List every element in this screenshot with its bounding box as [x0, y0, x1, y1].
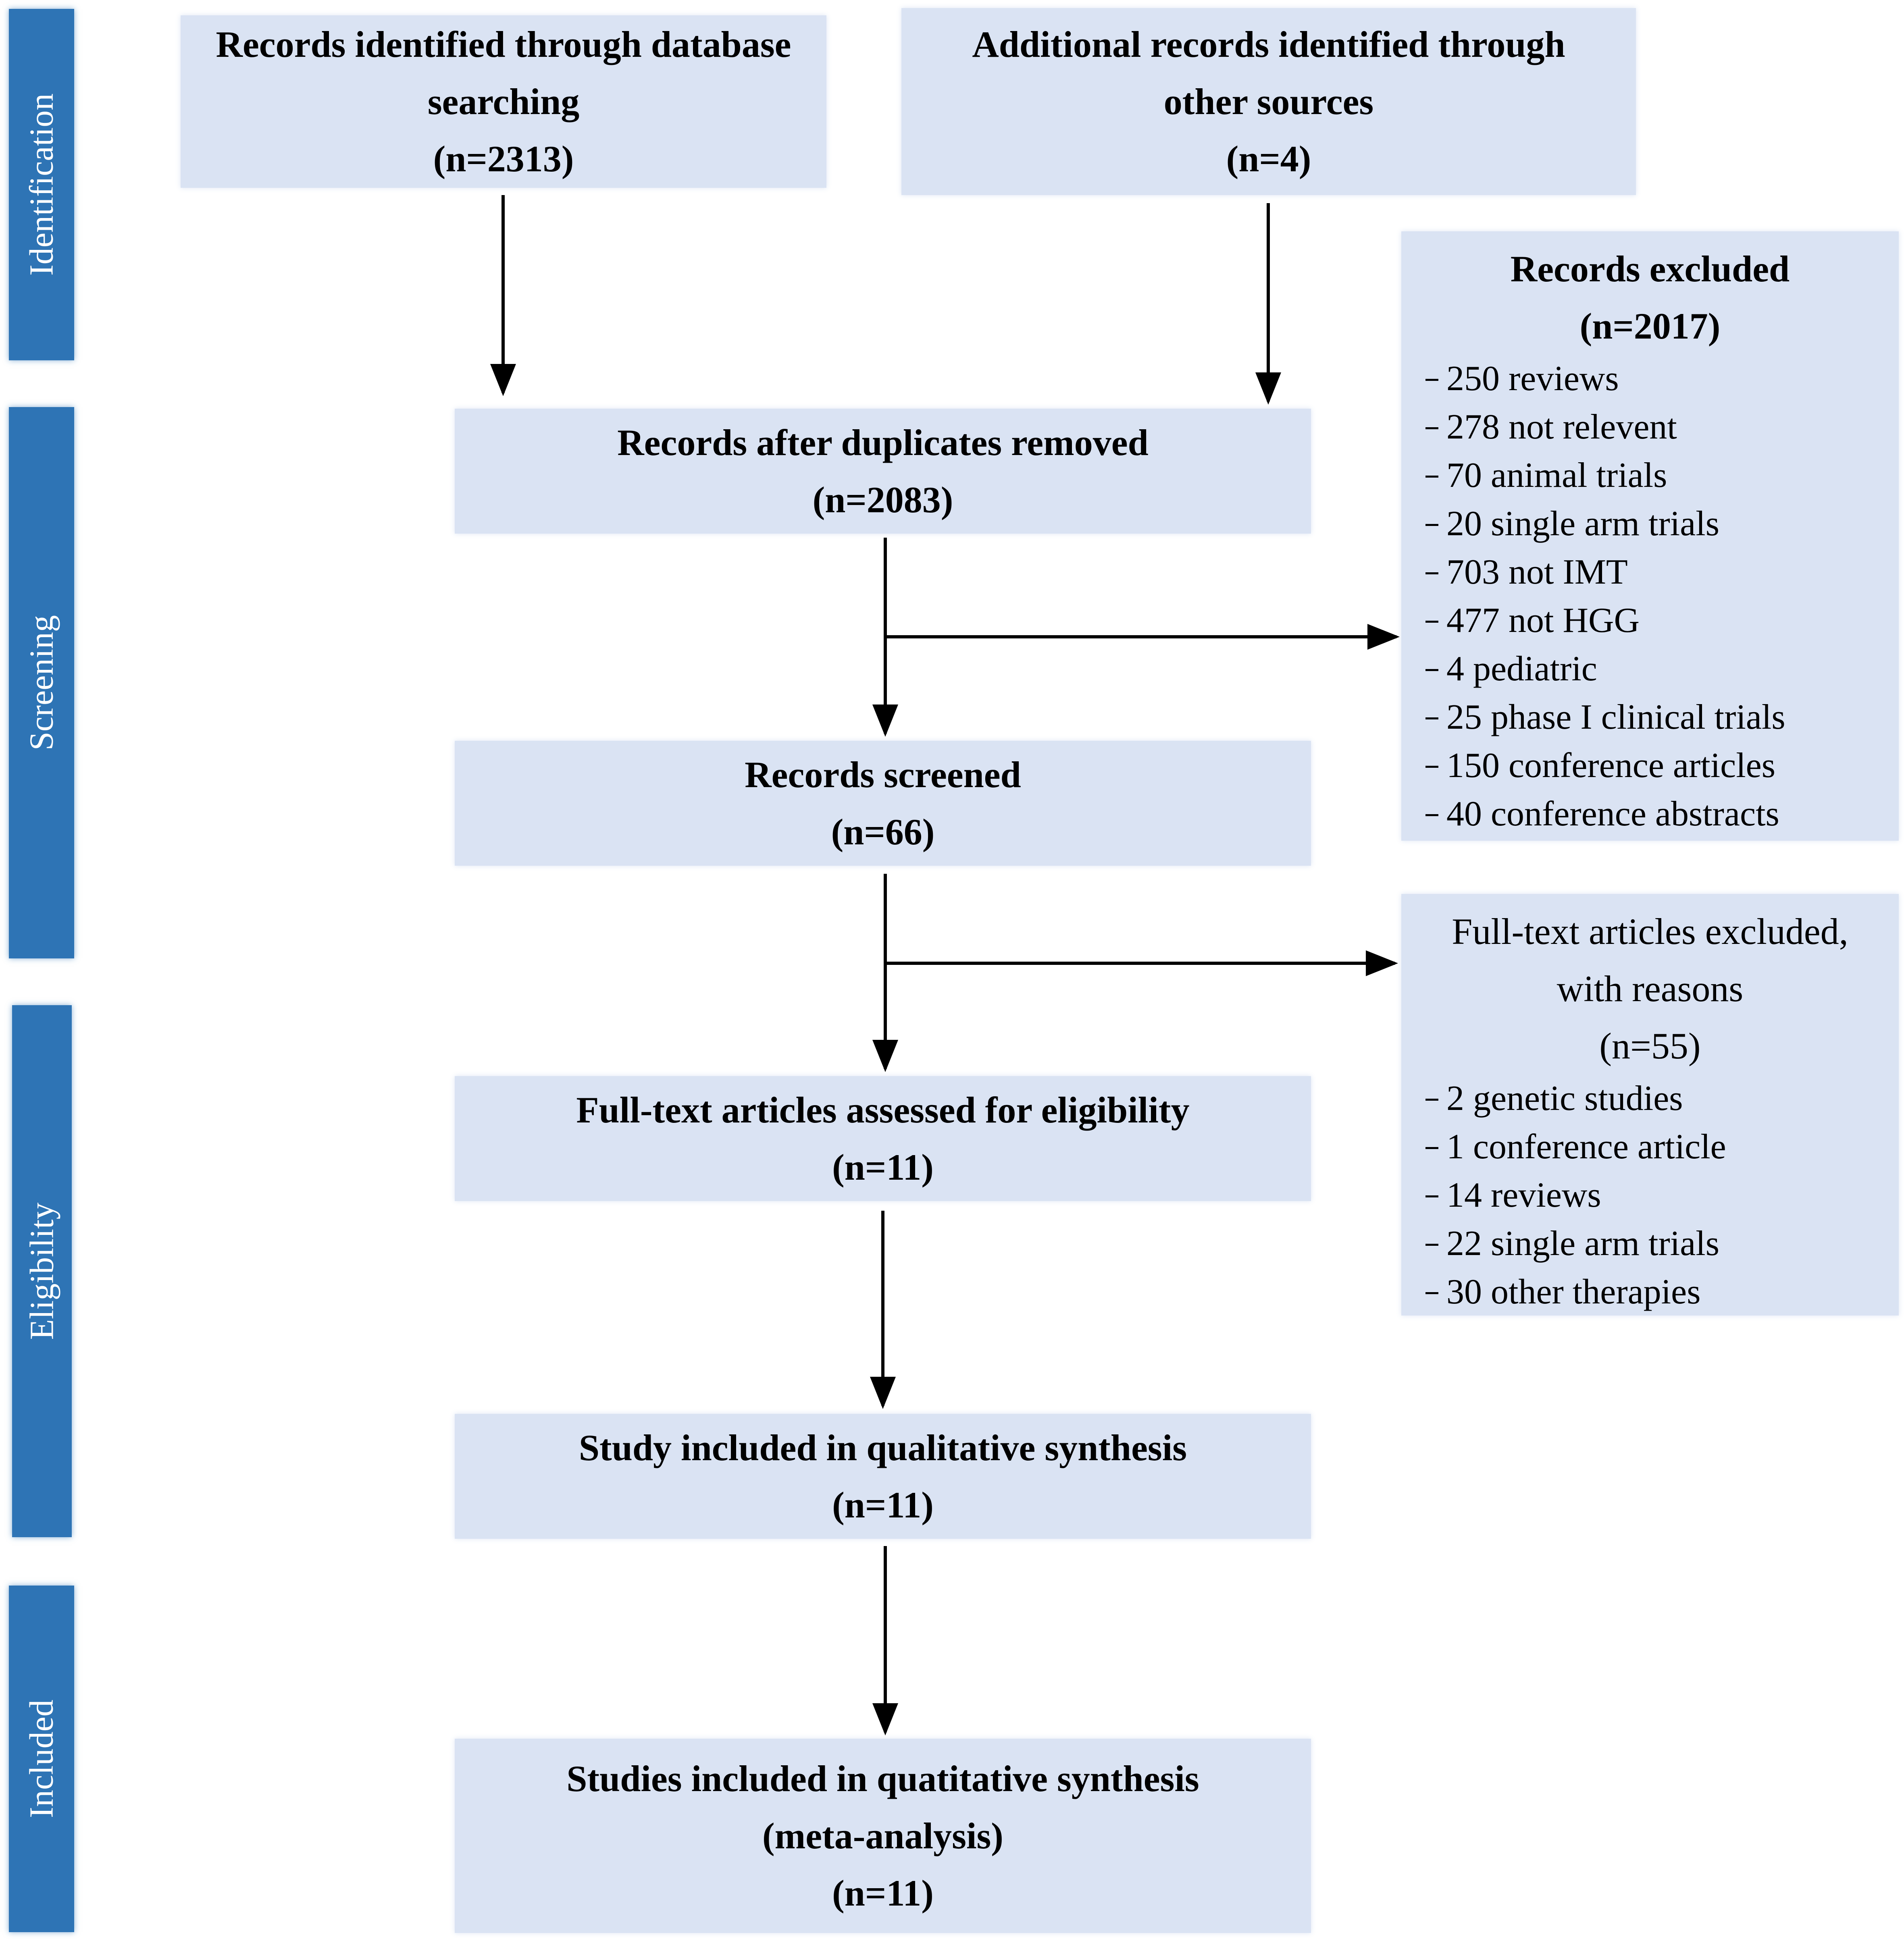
- other-sources-count: (n=4): [1226, 138, 1311, 179]
- box-records-excluded: Records excluded (n=2017) 250 reviews 27…: [1401, 231, 1899, 841]
- list-item: 20 single arm trials: [1401, 500, 1899, 548]
- duplicates-line-1: Records after duplicates removed: [617, 422, 1149, 463]
- fulltext-assessed-line-1: Full-text articles assessed for eligibil…: [576, 1089, 1190, 1131]
- list-item: 30 other therapies: [1401, 1268, 1899, 1316]
- list-item: 4 pediatric: [1401, 645, 1899, 693]
- quantitative-line-2: (meta-analysis): [762, 1815, 1003, 1856]
- box-records-screened: Records screened (n=66): [455, 741, 1311, 866]
- screened-line-1: Records screened: [745, 754, 1021, 795]
- list-item: 250 reviews: [1401, 355, 1899, 403]
- box-database-records: Records identified through database sear…: [181, 15, 826, 188]
- database-line-2: searching: [427, 81, 580, 122]
- qualitative-line-1: Study included in qualitative synthesis: [578, 1427, 1187, 1468]
- list-item: 278 not relevent: [1401, 403, 1899, 451]
- list-item: 25 phase I clinical trials: [1401, 693, 1899, 742]
- box-qualitative-synthesis: Study included in qualitative synthesis …: [455, 1414, 1311, 1539]
- list-item: 70 animal trials: [1401, 451, 1899, 500]
- other-sources-line-2: other sources: [1163, 81, 1374, 122]
- phase-included: Included: [9, 1586, 74, 1932]
- list-item: 150 conference articles: [1401, 742, 1899, 790]
- records-excluded-list: 250 reviews 278 not relevent 70 animal t…: [1401, 355, 1899, 838]
- fulltext-excluded-list: 2 genetic studies 1 conference article 1…: [1401, 1074, 1899, 1316]
- duplicates-count: (n=2083): [812, 479, 953, 520]
- box-quantitative-synthesis: Studies included in quatitative synthesi…: [455, 1739, 1311, 1933]
- qualitative-count: (n=11): [832, 1484, 934, 1525]
- list-item: 477 not HGG: [1401, 596, 1899, 645]
- phase-eligibility: Eligibility: [12, 1005, 72, 1537]
- records-excluded-title: Records excluded: [1510, 248, 1790, 289]
- database-line-1: Records identified through database: [216, 24, 791, 65]
- quantitative-count: (n=11): [832, 1872, 934, 1914]
- screened-count: (n=66): [831, 811, 935, 852]
- list-item: 14 reviews: [1401, 1171, 1899, 1220]
- phase-screening: Screening: [9, 407, 74, 958]
- box-duplicates-removed: Records after duplicates removed (n=2083…: [455, 409, 1311, 534]
- list-item: 22 single arm trials: [1401, 1220, 1899, 1268]
- database-count: (n=2313): [433, 138, 574, 179]
- fulltext-assessed-count: (n=11): [832, 1147, 934, 1188]
- records-excluded-count: (n=2017): [1579, 306, 1721, 347]
- list-item: 40 conference abstracts: [1401, 790, 1899, 838]
- list-item: 2 genetic studies: [1401, 1074, 1899, 1123]
- box-other-sources: Additional records identified through ot…: [901, 8, 1636, 195]
- list-item: 703 not IMT: [1401, 548, 1899, 596]
- fulltext-excluded-count: (n=55): [1599, 1025, 1701, 1066]
- fulltext-excluded-title-2: with reasons: [1556, 968, 1744, 1009]
- other-sources-line-1: Additional records identified through: [972, 24, 1565, 65]
- box-fulltext-assessed: Full-text articles assessed for eligibil…: [455, 1076, 1311, 1201]
- list-item: 1 conference article: [1401, 1123, 1899, 1171]
- quantitative-line-1: Studies included in quatitative synthesi…: [566, 1758, 1199, 1799]
- phase-identification: Identification: [9, 9, 74, 360]
- box-fulltext-excluded: Full-text articles excluded, with reason…: [1401, 894, 1899, 1316]
- fulltext-excluded-title-1: Full-text articles excluded,: [1452, 911, 1848, 952]
